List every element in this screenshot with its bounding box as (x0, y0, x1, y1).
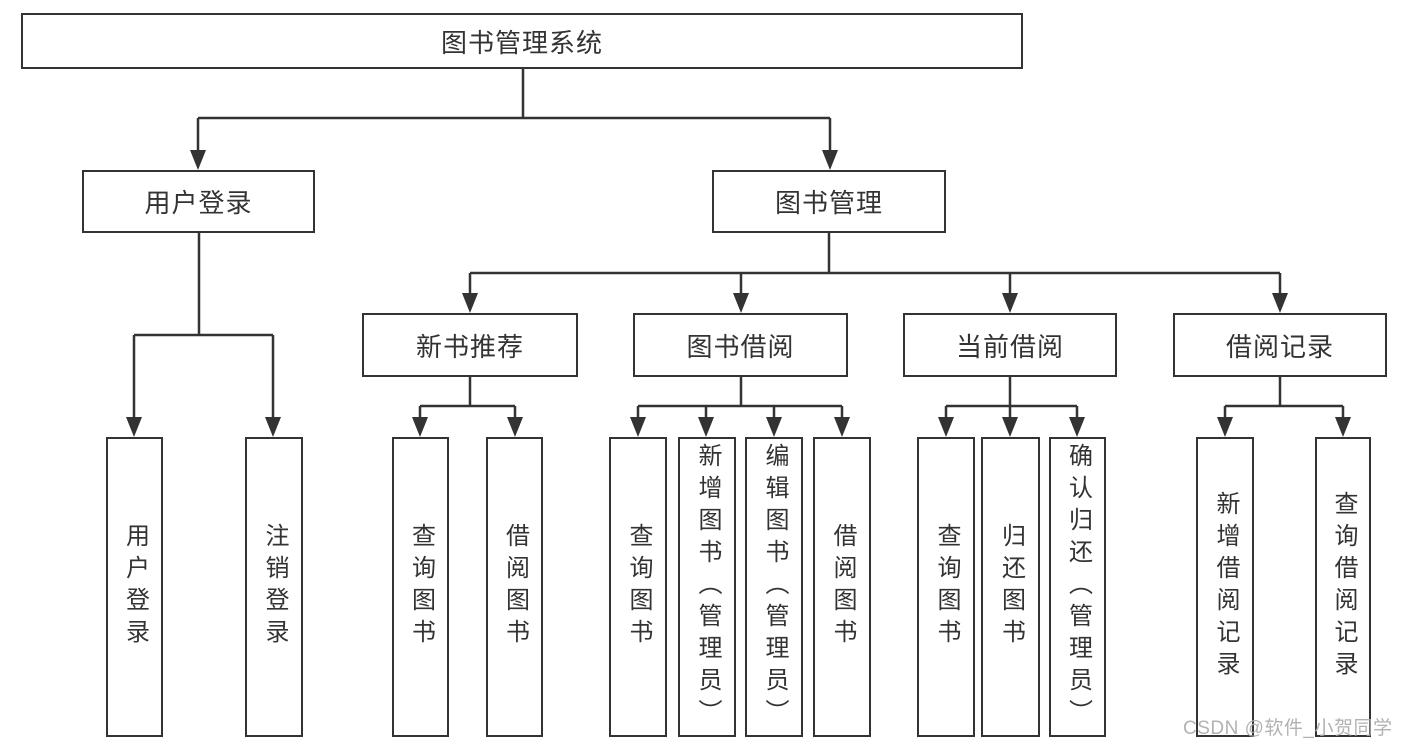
node-book-borrow: 图书借阅 (633, 313, 848, 377)
arrowhead (265, 417, 281, 437)
arrowhead (126, 417, 142, 437)
arrowhead (412, 417, 428, 437)
node-borrow-records: 借阅记录 (1173, 313, 1387, 377)
arrowhead (698, 417, 714, 437)
leaf-edit-book-admin: 编辑图书（管理员） (745, 437, 803, 737)
arrowhead (1272, 293, 1288, 313)
arrowhead (1002, 293, 1018, 313)
arrowhead (462, 293, 478, 313)
arrowhead (822, 150, 838, 170)
arrowhead (190, 150, 206, 170)
arrowhead (766, 417, 782, 437)
leaf-query-borrow-record: 查询借阅记录 (1315, 437, 1371, 737)
arrowhead (1069, 417, 1085, 437)
node-new-book-recommend: 新书推荐 (362, 313, 578, 377)
node-book-management: 图书管理 (712, 170, 946, 233)
node-current-borrow: 当前借阅 (903, 313, 1117, 377)
leaf-query-books-current: 查询图书 (917, 437, 975, 737)
leaf-logout: 注销登录 (245, 437, 303, 737)
leaf-user-login: 用户登录 (106, 437, 163, 737)
arrowhead (1217, 417, 1233, 437)
leaf-borrow-books-recommend: 借阅图书 (486, 437, 543, 737)
arrowhead (507, 417, 523, 437)
leaf-query-books-recommend: 查询图书 (392, 437, 449, 737)
arrowhead (938, 417, 954, 437)
arrowhead (733, 293, 749, 313)
leaf-borrow-books: 借阅图书 (813, 437, 871, 737)
leaf-add-book-admin: 新增图书（管理员） (678, 437, 736, 737)
node-user-login: 用户登录 (82, 170, 315, 233)
arrowhead (630, 417, 646, 437)
leaf-query-books-borrow: 查询图书 (609, 437, 667, 737)
leaf-add-borrow-record: 新增借阅记录 (1196, 437, 1254, 737)
arrowhead (1002, 417, 1018, 437)
node-root: 图书管理系统 (21, 13, 1023, 69)
leaf-return-book: 归还图书 (981, 437, 1040, 737)
leaf-confirm-return-admin: 确认归还（管理员） (1049, 437, 1106, 737)
csdn-watermark: CSDN @软件_小贺同学 (1183, 718, 1393, 739)
arrowhead (1335, 417, 1351, 437)
arrowhead (834, 417, 850, 437)
